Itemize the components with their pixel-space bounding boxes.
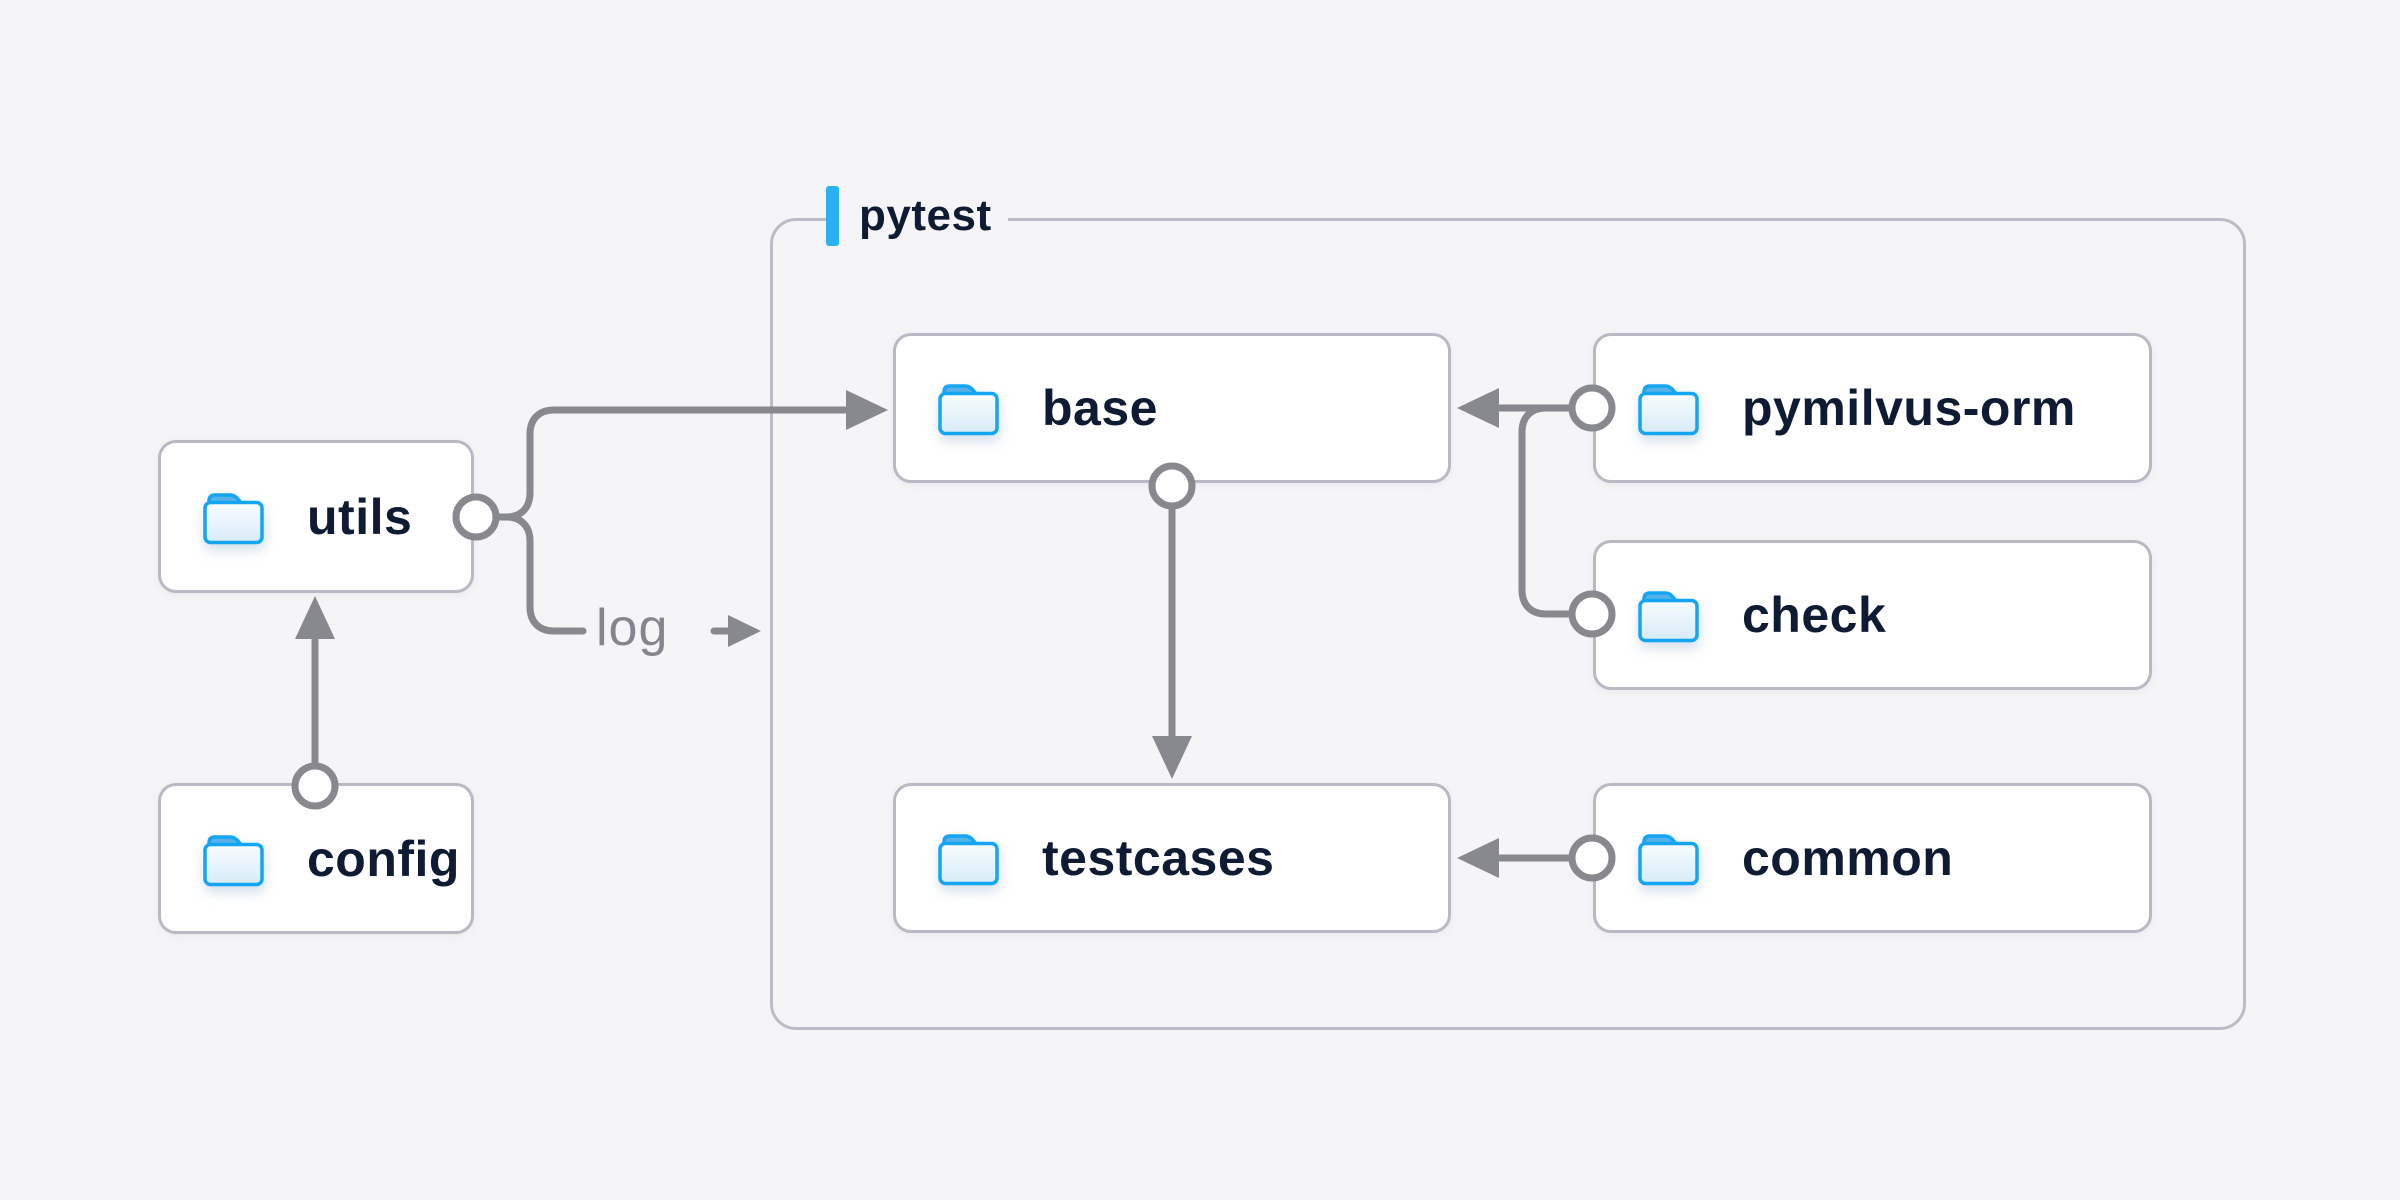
node-label: base	[1042, 380, 1158, 436]
node-label: testcases	[1042, 830, 1275, 886]
node-label: utils	[307, 488, 413, 545]
folder-icon	[1638, 384, 1699, 436]
node-testcases: testcases	[893, 783, 1451, 933]
group-title: pytest	[859, 191, 992, 240]
accent-bar	[826, 186, 839, 246]
node-utils: utils	[158, 440, 474, 593]
folder-icon	[203, 492, 264, 544]
group-pytest	[770, 218, 2246, 1030]
node-base: base	[893, 333, 1451, 483]
node-config: config	[158, 783, 474, 934]
node-check: check	[1593, 540, 2152, 690]
group-pytest-label: pytest	[826, 184, 1008, 248]
folder-icon	[938, 384, 999, 436]
node-label: pymilvus-orm	[1742, 380, 2076, 436]
node-label: common	[1742, 830, 1954, 886]
folder-icon	[203, 834, 264, 886]
folder-icon	[938, 834, 999, 886]
edge-label-log: log	[596, 599, 669, 657]
folder-icon	[1638, 591, 1699, 643]
folder-icon	[1638, 834, 1699, 886]
edge-config-to-utils	[291, 596, 339, 810]
node-label: config	[307, 830, 460, 887]
node-common: common	[1593, 783, 2152, 933]
node-pymilvus-orm: pymilvus-orm	[1593, 333, 2152, 483]
node-label: check	[1742, 587, 1887, 643]
